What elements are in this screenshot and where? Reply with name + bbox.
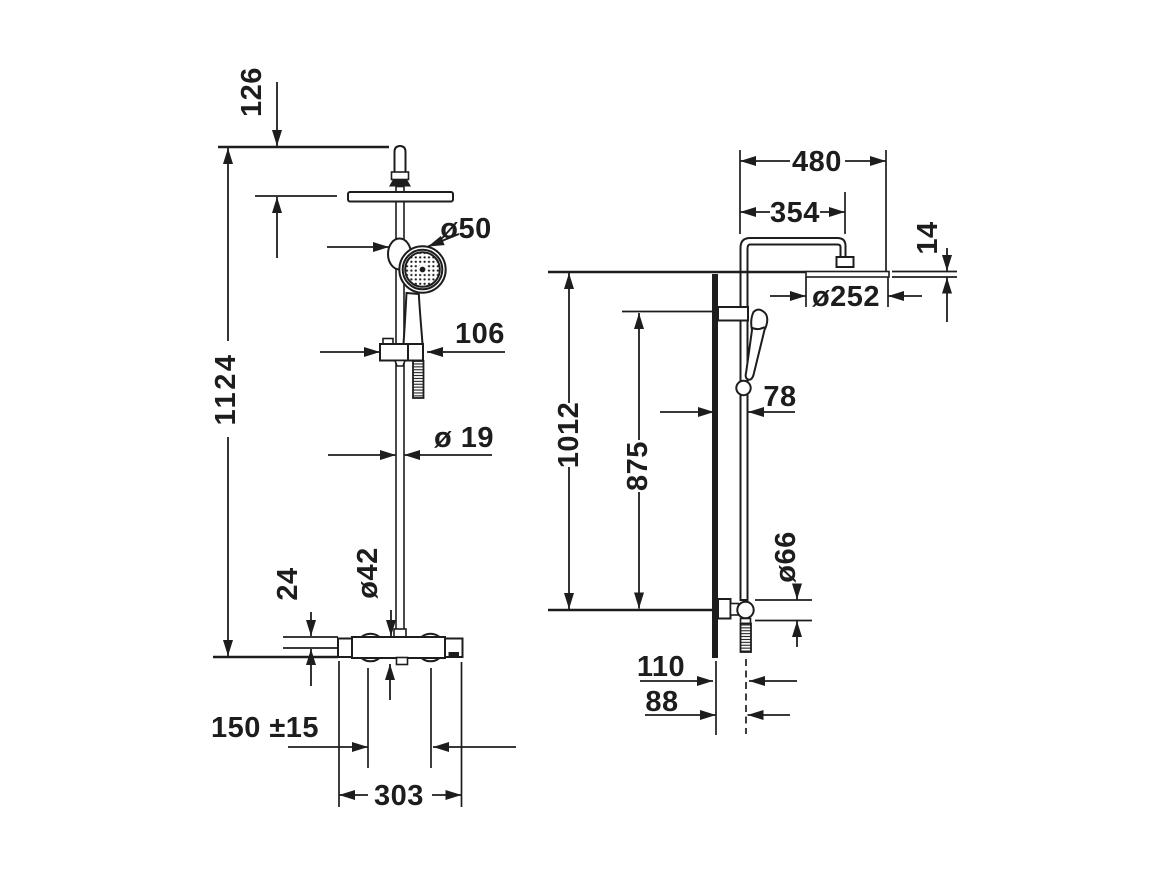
column-top-cap (389, 144, 411, 187)
dim-rail-wall-offset: 78 (660, 381, 796, 417)
dim-holder-diameter: ø50 (327, 213, 491, 252)
dim-valve-top-offset-label: 24 (272, 567, 304, 600)
dim-hose-wall-offset: 110 (637, 651, 797, 735)
handshower-head (398, 245, 447, 294)
head-shower-plate-front (347, 191, 454, 203)
top-skirt (389, 179, 411, 187)
dim-top-offset: 126 (236, 67, 282, 258)
valve-left-handle (337, 637, 353, 658)
dim-total-height: 1124 (210, 148, 242, 656)
head-connector-nut (835, 256, 855, 268)
dim-slider-width: 106 (320, 318, 505, 357)
handshower-profile-detail (750, 326, 766, 331)
handshower-face-edge (404, 251, 441, 288)
dim-outlet-wall-offset-label: 88 (645, 686, 678, 718)
shower-hose (412, 360, 425, 399)
dim-total-height-side: 1012 (548, 270, 806, 612)
dim-arm-total-reach-label: 480 (792, 146, 842, 178)
escutcheon (717, 598, 732, 620)
dim-head-diameter-label: ø252 (812, 281, 880, 313)
handshower-side (735, 308, 769, 397)
hose-side (739, 622, 752, 653)
holder-knob-side (735, 379, 752, 397)
dim-valve-top-offset: 24 (272, 567, 338, 686)
arrow-line (427, 233, 460, 248)
dim-head-diameter: ø252 (770, 277, 922, 313)
handshower-center-dot (419, 266, 426, 273)
front-view (337, 144, 464, 666)
dim-hose-wall-offset-label: 110 (637, 651, 685, 683)
dim-rail-diameter: ø 19 (328, 422, 494, 460)
dim-rail-wall-offset-label: 78 (763, 381, 796, 413)
dim-slider-width-label: 106 (455, 318, 505, 350)
dim-connection-spacing: 150 ±15 (211, 668, 516, 768)
valve-riser-connector (393, 628, 407, 638)
bracket-knob (736, 600, 755, 620)
thermostatic-valve (337, 628, 464, 666)
dim-rail-height: 875 (622, 310, 712, 609)
head-shower-plate-side (805, 270, 890, 278)
valve-handle-mark (448, 652, 459, 657)
dim-valve-diameter-label: ø42 (352, 547, 384, 598)
dim-valve-width-label: 303 (374, 780, 424, 812)
top-cap (393, 144, 407, 174)
dim-arm-total-reach: 480 (739, 146, 887, 271)
side-view (712, 237, 890, 658)
dim-valve-width: 303 (338, 661, 463, 812)
dim-rail-diameter-label: ø 19 (434, 422, 494, 454)
dim-head-thickness-label: 14 (912, 221, 944, 254)
dim-escutcheon-diameter: ø66 (755, 531, 812, 647)
front-view-dimensions: 126 1124 ø50 106 ø 19 ø42 (210, 67, 516, 812)
valve-hose-outlet (395, 656, 409, 666)
handshower-profile (744, 308, 769, 381)
upper-wall-bracket (717, 306, 749, 322)
dim-outlet-wall-offset: 88 (645, 686, 790, 720)
valve-body (351, 636, 446, 659)
dim-escutcheon-diameter-label: ø66 (770, 531, 802, 582)
dim-connection-spacing-label: 150 ±15 (211, 712, 319, 744)
wall-section (712, 274, 718, 658)
dim-valve-diameter: ø42 (352, 547, 396, 700)
dim-head-thickness: 14 (892, 221, 957, 322)
dim-top-offset-label: 126 (236, 67, 268, 117)
handshower-inner-rim (401, 248, 444, 291)
dim-arm-projection-label: 354 (770, 197, 820, 229)
bottom-wall-bracket (717, 598, 755, 653)
dim-rail-height-label: 875 (622, 441, 654, 491)
top-flange (390, 171, 410, 181)
handshower-handle (402, 291, 424, 345)
slider-bottom-nub (393, 359, 407, 367)
dim-total-height-label: 1124 (210, 353, 242, 426)
slider-body (379, 343, 424, 362)
dim-total-height-side-label: 1012 (553, 402, 585, 469)
dim-arm-projection: 354 (740, 192, 846, 234)
side-view-dimensions: 1012 875 480 354 14 (548, 146, 957, 735)
dim-holder-diameter-label: ø50 (440, 213, 491, 245)
